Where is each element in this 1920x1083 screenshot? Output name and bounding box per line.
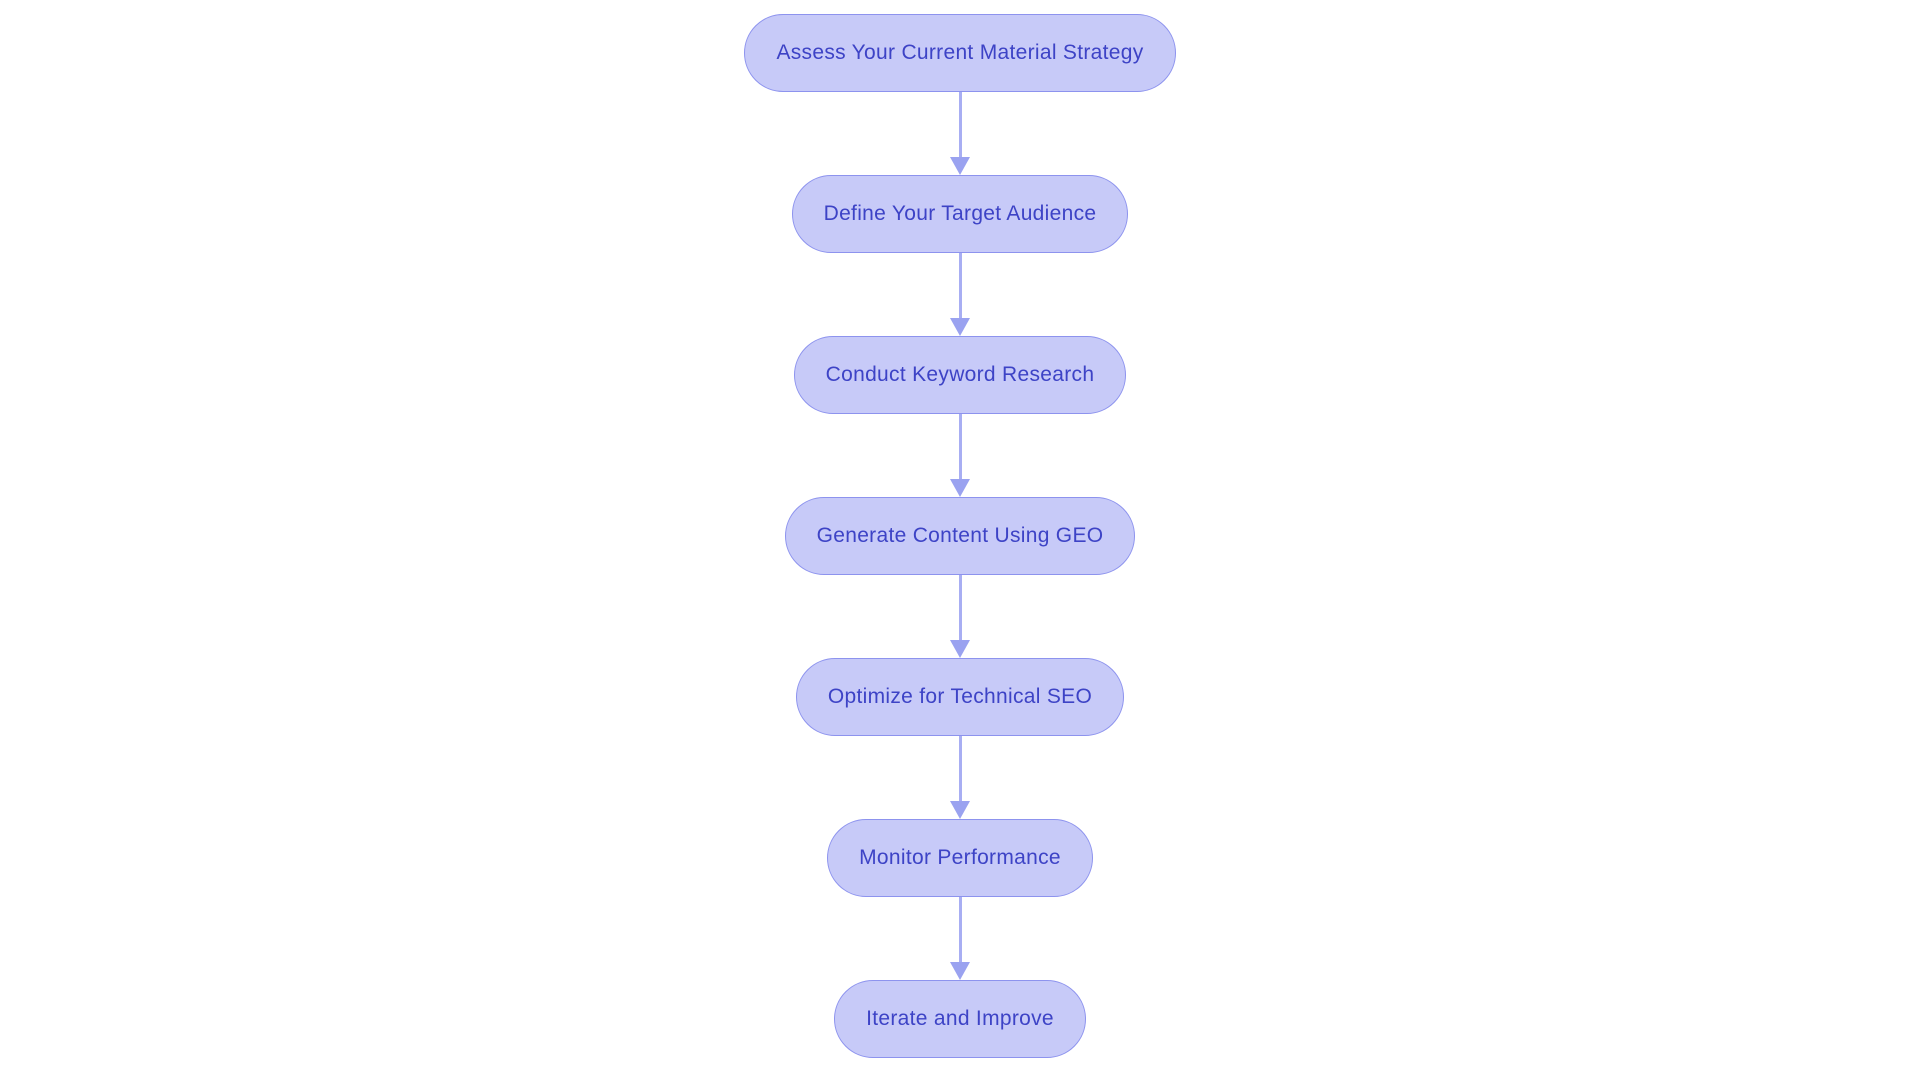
node-label: Monitor Performance: [859, 846, 1061, 869]
node-generate-content: Generate Content Using GEO: [784, 497, 1136, 575]
arrow-down-icon: [950, 157, 970, 175]
flow-connector: [950, 736, 970, 819]
arrow-down-icon: [950, 962, 970, 980]
arrow-down-icon: [950, 318, 970, 336]
connector-line: [958, 575, 962, 640]
node-define-audience: Define Your Target Audience: [791, 175, 1129, 253]
flow-connector: [950, 897, 970, 980]
connector-line: [958, 92, 962, 157]
connector-line: [958, 253, 962, 318]
node-iterate-improve: Iterate and Improve: [834, 980, 1086, 1058]
node-label: Generate Content Using GEO: [816, 524, 1104, 547]
node-label: Iterate and Improve: [866, 1007, 1054, 1030]
node-assess-strategy: Assess Your Current Material Strategy: [744, 14, 1176, 92]
node-keyword-research: Conduct Keyword Research: [793, 336, 1127, 414]
node-label: Assess Your Current Material Strategy: [776, 41, 1144, 64]
connector-line: [958, 897, 962, 962]
flow-connector: [950, 92, 970, 175]
arrow-down-icon: [950, 640, 970, 658]
connector-line: [958, 736, 962, 801]
node-monitor-performance: Monitor Performance: [827, 819, 1093, 897]
flow-connector: [950, 414, 970, 497]
arrow-down-icon: [950, 479, 970, 497]
node-label: Define Your Target Audience: [823, 202, 1097, 225]
flow-connector: [950, 575, 970, 658]
flow-connector: [950, 253, 970, 336]
node-technical-seo: Optimize for Technical SEO: [795, 658, 1125, 736]
node-label: Conduct Keyword Research: [825, 363, 1095, 386]
arrow-down-icon: [950, 801, 970, 819]
node-label: Optimize for Technical SEO: [827, 685, 1093, 708]
connector-line: [958, 414, 962, 479]
